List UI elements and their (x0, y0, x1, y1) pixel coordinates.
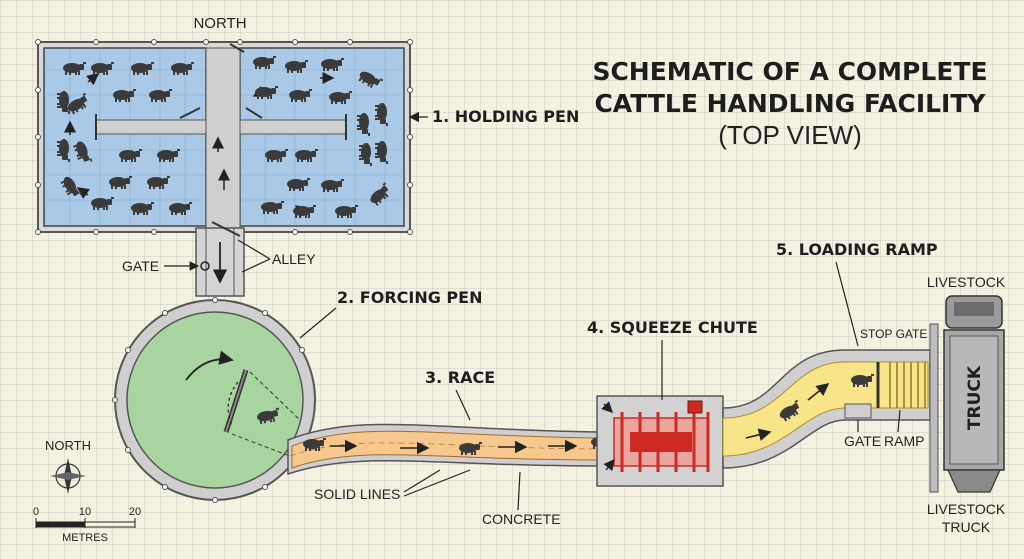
scale-bar: 0 10 20 METRES (33, 506, 141, 544)
holding-pen-gates (95, 43, 347, 140)
squeeze-chute (596, 395, 724, 487)
loading-ramp-label: 5. LOADING RAMP (776, 240, 938, 259)
chute-squeeze-bars (620, 412, 710, 472)
forcing-pen (112, 297, 316, 503)
squeeze-chute-label: 4. SQUEEZE CHUTE (587, 318, 758, 337)
north-top-label: NORTH (193, 15, 246, 32)
chute-control-box (687, 400, 703, 414)
crowd-gate-swing-arrow (185, 350, 234, 381)
holding-pen-posts (35, 39, 413, 235)
scale-unit-label: METRES (62, 532, 108, 544)
alley (195, 221, 245, 297)
title-line-2: CATTLE HANDLING FACILITY (594, 89, 986, 118)
title-line-1: SCHEMATIC OF A COMPLETE (592, 57, 987, 86)
forcing-pen-floor (126, 311, 304, 489)
truck-dock (929, 323, 939, 493)
ramp-label: RAMP (884, 433, 924, 449)
chute-arrows (601, 401, 615, 472)
scale-tick-0: 0 (33, 506, 39, 518)
forcing-pen-posts (112, 297, 305, 503)
holding-pen (35, 39, 413, 235)
gate-label-left: GATE (122, 258, 159, 274)
livestock-truck: TRUCK (929, 295, 1005, 493)
ramp-flow-arrows (745, 383, 830, 441)
forcing-pen-label: 2. FORCING PEN (337, 288, 482, 307)
livestock-label-top: LIVESTOCK (927, 274, 1006, 290)
livestock-label-bottom: LIVESTOCK (927, 501, 1006, 517)
ramp-gate-block (844, 403, 872, 419)
gate-symbol (200, 261, 210, 271)
truck-label: TRUCK (965, 365, 985, 430)
loading-ramp (722, 349, 931, 469)
scale-tick-10: 10 (79, 506, 91, 518)
gate-label-right: GATE (844, 433, 881, 449)
race-label: 3. RACE (425, 368, 495, 387)
race-flow-arrows (330, 439, 578, 455)
alley-label: ALLEY (272, 251, 316, 267)
race (287, 423, 614, 476)
solid-lines-label: SOLID LINES (314, 486, 400, 502)
concrete-label: CONCRETE (482, 511, 561, 527)
stop-gate-label: STOP GATE (860, 327, 927, 341)
ramp-cleats (889, 362, 926, 408)
scale-tick-20: 20 (129, 506, 141, 518)
truck-label-bottom: TRUCK (942, 519, 991, 535)
compass: NORTH (45, 438, 91, 494)
holding-pen-west-area (43, 47, 207, 227)
holding-pen-center-alley (205, 47, 241, 229)
title-line-3: (TOP VIEW) (718, 120, 862, 150)
holding-pen-label: 1. HOLDING PEN (432, 107, 579, 126)
compass-north-label: NORTH (45, 438, 91, 453)
